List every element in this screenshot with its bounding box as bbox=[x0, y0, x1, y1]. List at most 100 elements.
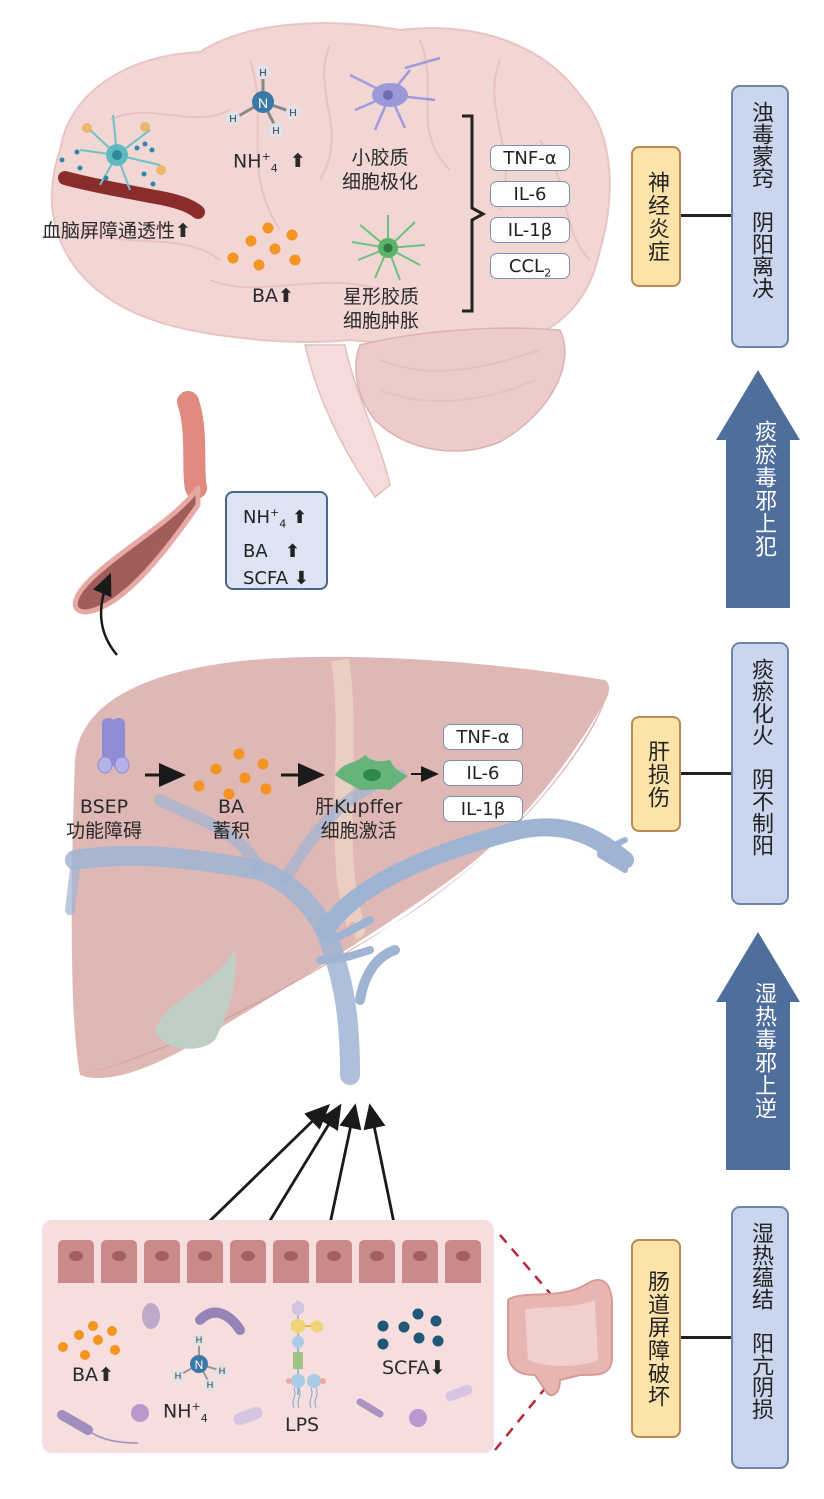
blood-nh4-sup: + bbox=[270, 506, 280, 519]
connector-line bbox=[681, 214, 731, 217]
tcm-liver-a: 痰瘀化火 bbox=[748, 658, 773, 746]
svg-text:H: H bbox=[289, 108, 296, 119]
condition-box-liver-injury: 肝损伤 bbox=[631, 716, 681, 832]
epithelial-cell bbox=[101, 1240, 137, 1283]
up-arrow-icon: ⬆ bbox=[284, 540, 300, 562]
liver-cytokine-il6: IL-6 bbox=[443, 760, 523, 786]
kupffer-label: 肝Kupffer 细胞激活 bbox=[315, 795, 402, 843]
gut-nh4-label: NH+4 bbox=[163, 1395, 208, 1431]
liver-cytokine-il1b: IL-1β bbox=[443, 796, 523, 822]
epithelial-cell bbox=[144, 1240, 180, 1283]
blood-line-scfa: SCFA ⬇ bbox=[243, 565, 326, 592]
svg-text:H: H bbox=[175, 1371, 182, 1381]
brain-cytokine-il6: IL-6 bbox=[490, 181, 570, 207]
lps-molecule bbox=[286, 1300, 326, 1409]
astrocyte-label: 星形胶质 细胞肿胀 bbox=[343, 285, 419, 333]
gut-nh4-sub: 4 bbox=[200, 1412, 208, 1426]
blood-line-ba: BA ⬆ bbox=[243, 538, 326, 565]
brain-cerebrum bbox=[50, 22, 611, 347]
bsep-transporter-icon bbox=[97, 718, 130, 774]
cell-nucleus bbox=[456, 1251, 470, 1261]
astrocyte-line2: 细胞肿胀 bbox=[343, 310, 420, 332]
ba-text: BA bbox=[252, 285, 279, 307]
microglia-cell bbox=[349, 56, 441, 131]
flow-arrow-lower-label: 湿热毒邪上逆 bbox=[751, 982, 776, 1120]
astrocyte-line1: 星形胶质 bbox=[343, 286, 420, 308]
epithelial-cell bbox=[316, 1240, 352, 1283]
blood-nh4-sub: 4 bbox=[279, 517, 287, 531]
bsep-line1: BSEP bbox=[79, 796, 129, 818]
connector-line bbox=[681, 772, 731, 775]
epithelial-cell bbox=[273, 1240, 309, 1283]
ba-accumulation-label: BA 蓄积 bbox=[212, 795, 250, 843]
bbb-vessel bbox=[58, 171, 205, 219]
up-arrow-icon: ⬆ bbox=[291, 507, 308, 528]
tcm-brain-b: 阴阳离决 bbox=[748, 211, 773, 299]
tcm-box-liver: 痰瘀化火阴不制阳 bbox=[731, 642, 789, 905]
gut-lps-label: LPS bbox=[285, 1414, 320, 1436]
bsep-line2: 功能障碍 bbox=[66, 820, 143, 842]
epithelial-cell bbox=[359, 1240, 395, 1283]
cell-nucleus bbox=[198, 1251, 212, 1261]
tcm-gut-a: 湿热蕴结 bbox=[748, 1222, 773, 1310]
tcm-brain-a: 浊毒蒙窍 bbox=[748, 101, 773, 189]
cell-nucleus bbox=[155, 1251, 169, 1261]
right-panel-graphics bbox=[716, 370, 800, 1170]
flow-arrow-upper-label: 痰瘀毒邪上犯 bbox=[751, 420, 776, 558]
epithelial-cell bbox=[58, 1240, 94, 1283]
gut-ba-text: BA bbox=[72, 1364, 99, 1386]
scfa-dots-gut bbox=[377, 1308, 444, 1350]
svg-text:H: H bbox=[272, 126, 279, 137]
tcm-box-gut: 湿热蕴结阳亢阴损 bbox=[731, 1206, 789, 1469]
svg-text:N: N bbox=[195, 1358, 204, 1372]
gut-scfa-text: SCFA bbox=[382, 1357, 430, 1379]
bsep-label: BSEP 功能障碍 bbox=[66, 795, 142, 843]
blood-line-nh4: NH+4 ⬆ bbox=[243, 499, 326, 538]
up-arrow-icon: ⬆ bbox=[98, 1364, 114, 1386]
svg-text:N: N bbox=[258, 95, 268, 111]
nh4-brain-label: NH+4 ⬆ bbox=[233, 145, 306, 181]
microglia-line1: 小胶质 bbox=[351, 147, 409, 169]
cell-nucleus bbox=[69, 1251, 83, 1261]
epithelial-cells bbox=[58, 1240, 481, 1283]
svg-text:H: H bbox=[207, 1380, 214, 1390]
ccl-sub: 2 bbox=[544, 266, 552, 280]
bbb-permeability-label: 血脑屏障通透性⬆ bbox=[42, 219, 191, 243]
down-arrow-icon: ⬇ bbox=[429, 1357, 446, 1379]
cell-nucleus bbox=[284, 1251, 298, 1261]
blood-metabolite-box: NH+4 ⬆ BA ⬆ SCFA ⬇ bbox=[225, 491, 328, 590]
epithelial-cell bbox=[445, 1240, 481, 1283]
ccl-text: CCL bbox=[508, 256, 545, 277]
condition-box-neuroinflammation: 神经炎症 bbox=[631, 146, 681, 287]
epithelial-cell bbox=[187, 1240, 223, 1283]
svg-text:H: H bbox=[219, 1366, 226, 1376]
up-arrow-icon: ⬆ bbox=[289, 150, 306, 173]
kupffer-line2: 细胞激活 bbox=[320, 820, 397, 842]
cell-nucleus bbox=[413, 1251, 427, 1261]
astrocyte-cell bbox=[351, 215, 426, 281]
brain-cytokine-ccl2: CCL2 bbox=[490, 253, 570, 280]
blood-nh4-text: NH bbox=[243, 507, 270, 528]
ba-brain-label: BA⬆ bbox=[252, 284, 294, 308]
brain-cerebellum bbox=[355, 327, 566, 452]
tcm-box-brain: 浊毒蒙窍阴阳离决 bbox=[731, 85, 789, 348]
nh4-text: NH bbox=[233, 150, 262, 173]
cytokine-bracket bbox=[462, 114, 487, 313]
svg-text:H: H bbox=[259, 68, 266, 79]
blood-flow-arrow bbox=[92, 572, 118, 656]
ba-accum-line2: 蓄积 bbox=[212, 820, 251, 842]
nh4-sub: 4 bbox=[270, 162, 278, 176]
brain-cytokine-il1b: IL-1β bbox=[490, 217, 570, 243]
svg-text:H: H bbox=[196, 1335, 203, 1345]
down-arrow-icon: ⬇ bbox=[293, 567, 309, 589]
blood-scfa-text: SCFA bbox=[243, 567, 289, 589]
gut-nh4-text: NH bbox=[163, 1400, 192, 1423]
cell-nucleus bbox=[112, 1251, 126, 1261]
microglia-label: 小胶质 细胞极化 bbox=[342, 146, 418, 194]
condition-box-gut-barrier: 肠道屏障破坏 bbox=[631, 1239, 681, 1438]
brain-cytokine-tnf: TNF-α bbox=[490, 145, 570, 171]
